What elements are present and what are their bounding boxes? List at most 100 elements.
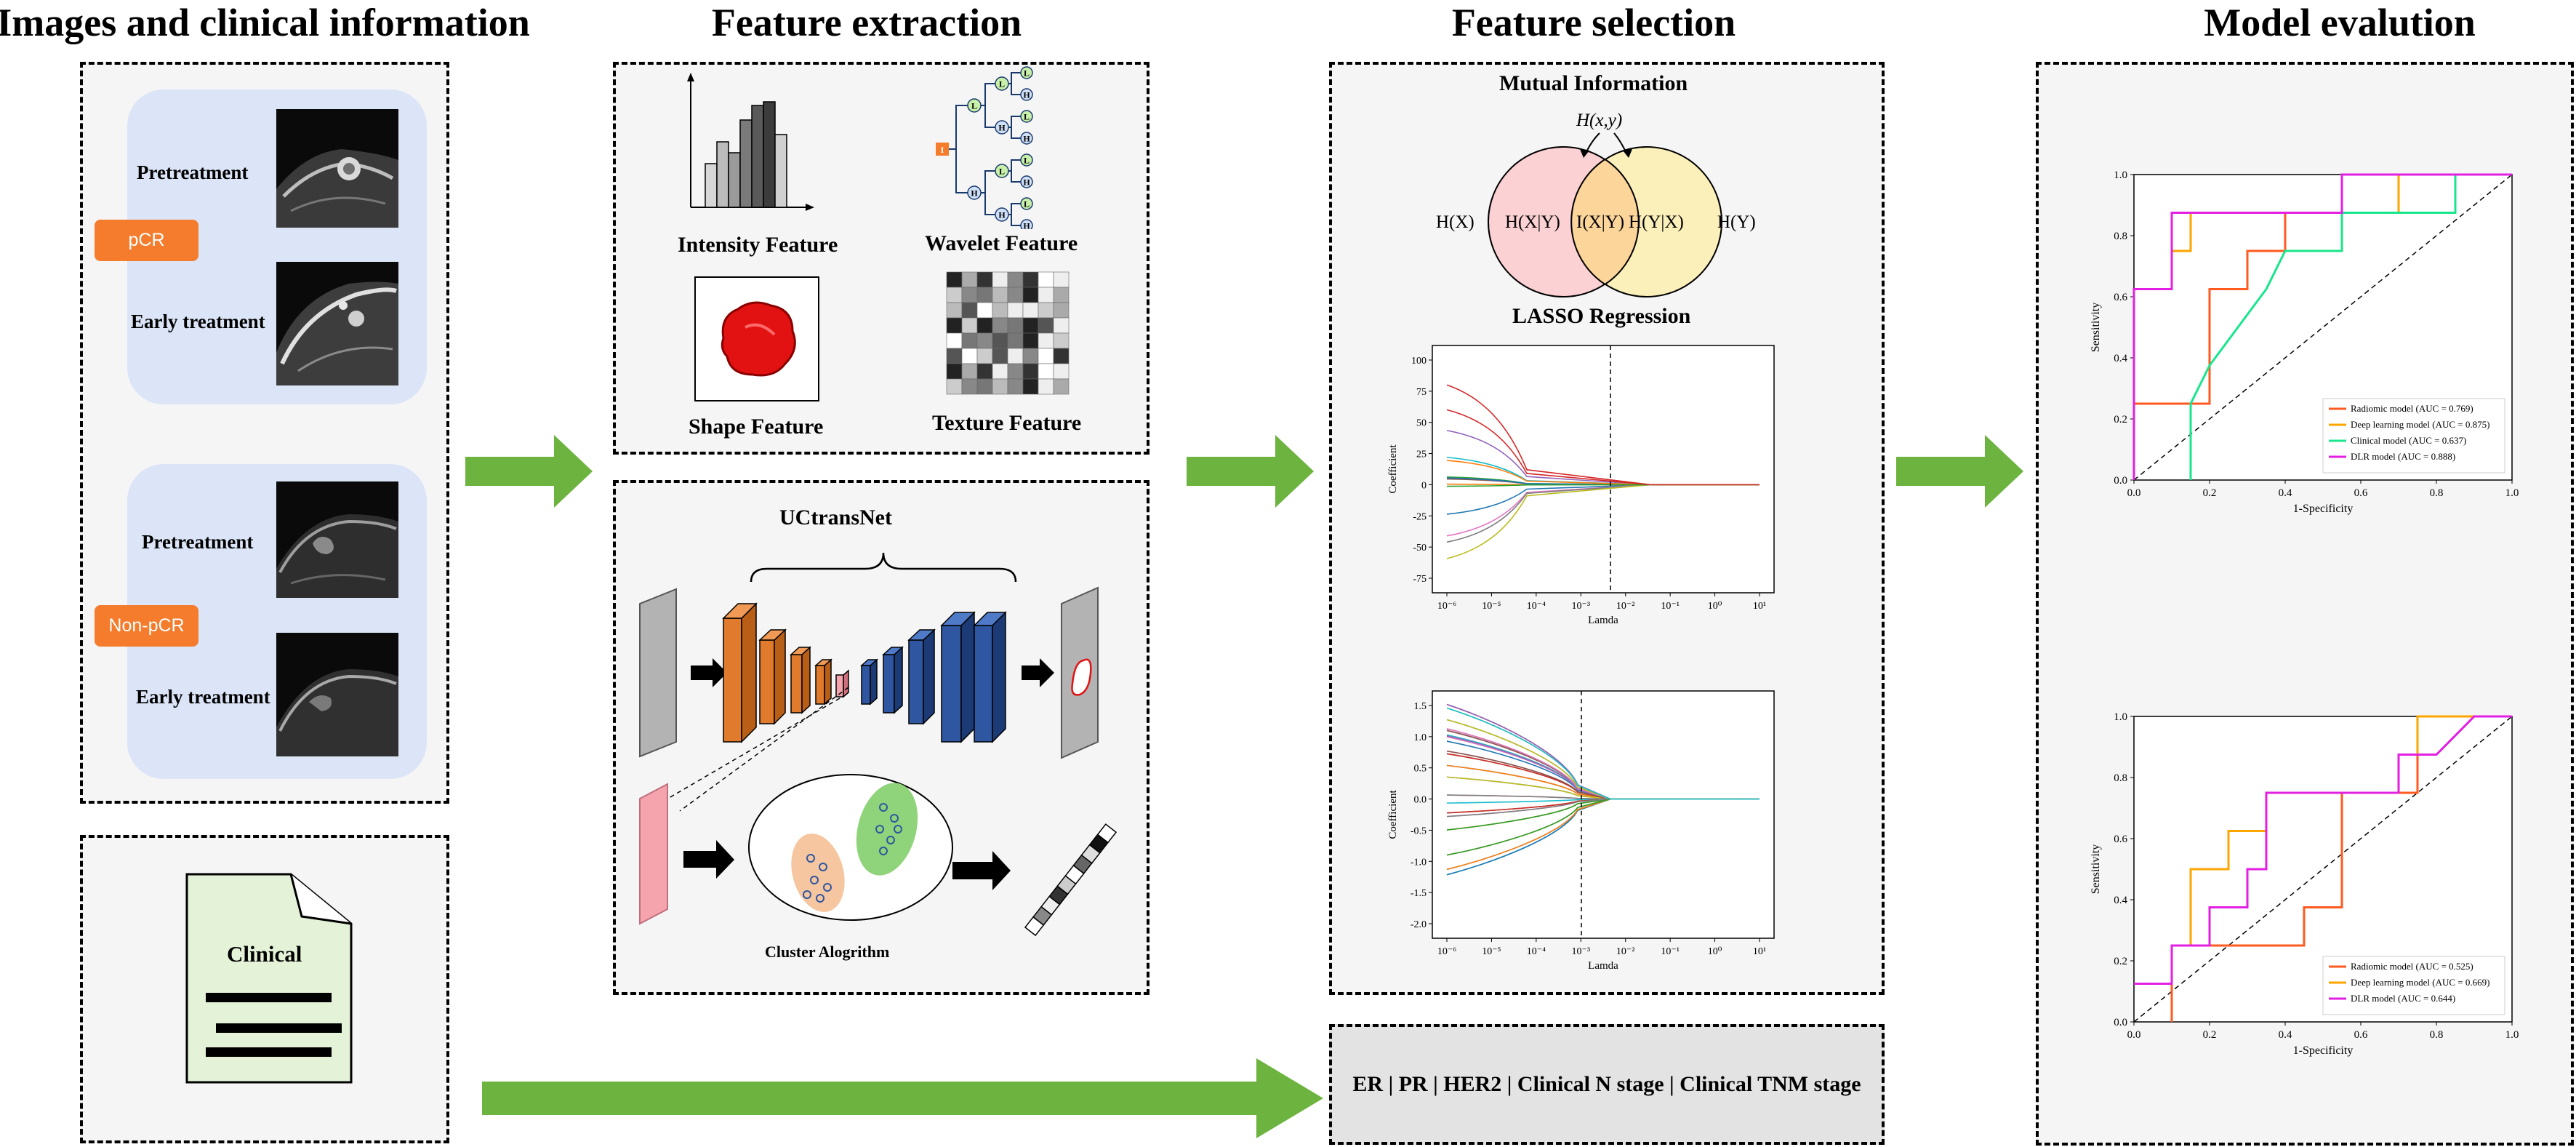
lasso-ytick: 0 bbox=[1421, 480, 1427, 491]
lasso-title: LASSO Regression bbox=[1512, 304, 1691, 328]
roc-ytick: 0.8 bbox=[2114, 231, 2127, 242]
lasso-xtick: 10⁻⁵ bbox=[1482, 946, 1501, 957]
lasso-coefficient-path bbox=[1446, 776, 1760, 800]
shape-feature-label: Shape Feature bbox=[689, 415, 824, 439]
roc-xtick: 0.8 bbox=[2430, 487, 2444, 499]
lasso-xtick: 10⁻⁴ bbox=[1527, 601, 1546, 612]
pcr-badge: pCR bbox=[95, 220, 198, 261]
texture-feature-label: Texture Feature bbox=[932, 411, 1082, 435]
texture-grid-icon bbox=[946, 271, 1070, 395]
lasso-xtick: 10⁰ bbox=[1708, 601, 1722, 612]
lasso-xlabel: Lamda bbox=[1588, 960, 1618, 972]
roc-legend bbox=[2322, 398, 2505, 473]
roc-ytick: 0.2 bbox=[2114, 414, 2127, 425]
lasso-ytick: 50 bbox=[1416, 418, 1427, 429]
lasso-ytick: 0.0 bbox=[1414, 795, 1427, 806]
lasso-xtick: 10⁻⁶ bbox=[1437, 601, 1456, 612]
lasso-coefficient-path bbox=[1446, 728, 1760, 800]
nonpcr-badge: Non-pCR bbox=[95, 605, 198, 647]
clinical-doc-title: Clinical bbox=[227, 941, 302, 967]
roc-xtick: 0.6 bbox=[2354, 487, 2368, 499]
roc-xtick: 1.0 bbox=[2505, 1029, 2519, 1041]
pcr-early-label: Early treatment bbox=[131, 311, 265, 332]
wavelet-node-label: L bbox=[1024, 112, 1030, 122]
roc-ylabel: Sensitivity bbox=[2090, 303, 2102, 352]
lasso-xtick: 10⁻⁵ bbox=[1482, 601, 1501, 612]
roc-legend-entry: Clinical model (AUC = 0.637) bbox=[2351, 435, 2466, 446]
arrow-clinical-to-bar bbox=[482, 1058, 1323, 1138]
lasso-xtick: 10⁻³ bbox=[1571, 946, 1590, 957]
wavelet-node-label: L bbox=[999, 167, 1005, 177]
venn-ixy-label: I(X|Y) bbox=[1576, 212, 1625, 232]
lasso-coefficient-path bbox=[1446, 484, 1760, 559]
lasso-coefficient-path bbox=[1446, 719, 1760, 800]
lasso-xtick: 10⁰ bbox=[1708, 946, 1722, 957]
lasso-ytick: -25 bbox=[1413, 511, 1427, 522]
shape-tumor-icon bbox=[694, 276, 819, 401]
roc-xtick: 0.2 bbox=[2203, 487, 2217, 499]
lasso-coefficient-path bbox=[1446, 409, 1760, 486]
wavelet-node-label: L bbox=[1024, 156, 1030, 166]
wavelet-node-label: H bbox=[1023, 177, 1030, 188]
lasso-coefficient-path bbox=[1446, 484, 1760, 487]
lasso-coefficient-path bbox=[1446, 484, 1760, 537]
roc-series-line bbox=[2132, 173, 2512, 480]
roc-xtick: 0.8 bbox=[2430, 1029, 2444, 1041]
roc-xlabel: 1-Specificity bbox=[2293, 1044, 2354, 1057]
arrow-selection-to-evaluation bbox=[1896, 435, 2023, 508]
roc-ytick: 0.4 bbox=[2114, 353, 2127, 364]
venn-diagram bbox=[1488, 132, 1722, 297]
roc-ylabel: Sensitivity bbox=[2090, 844, 2102, 894]
cluster-algorithm-label: Cluster Alogrithm bbox=[765, 943, 890, 961]
mri-pcr-early bbox=[276, 262, 398, 385]
nonpcr-early-label: Early treatment bbox=[136, 686, 270, 708]
roc-plot-top: 0.00.00.20.20.40.40.60.60.80.81.01.01-Sp… bbox=[2090, 169, 2519, 515]
lasso-ytick: 75 bbox=[1416, 387, 1427, 398]
lasso-xtick: 10⁻⁴ bbox=[1527, 946, 1546, 957]
uctransnet-diagram bbox=[639, 552, 1118, 937]
lasso-coefficient-path bbox=[1446, 764, 1760, 800]
venn-hy-label: H(Y) bbox=[1717, 212, 1756, 232]
roc-legend-entry: DLR model (AUC = 0.888) bbox=[2351, 451, 2455, 462]
roc-ytick: 0.6 bbox=[2114, 834, 2127, 845]
roc-xtick: 0.2 bbox=[2203, 1029, 2217, 1041]
venn-hxy-label: H(x,y) bbox=[1576, 111, 1623, 130]
lasso-xtick: 10⁻⁶ bbox=[1437, 946, 1456, 957]
wavelet-node-label: H bbox=[998, 123, 1006, 133]
nonpcr-pretreatment-label: Pretreatment bbox=[142, 531, 254, 553]
lasso-ylabel: Coefficient bbox=[1387, 444, 1399, 494]
heading-evaluation: Model evalution bbox=[2204, 1, 2476, 44]
lasso-ytick: -0.5 bbox=[1411, 826, 1427, 836]
lasso-ylabel: Coefficient bbox=[1387, 790, 1399, 839]
roc-legend-entry: Radiomic model (AUC = 0.769) bbox=[2351, 403, 2473, 414]
lasso-coefficient-path bbox=[1446, 794, 1760, 800]
mri-pcr-pretreatment bbox=[276, 109, 398, 228]
clinical-variables-text: ER | PR | HER2 | Clinical N stage | Clin… bbox=[1352, 1072, 1861, 1096]
roc-legend-entry: DLR model (AUC = 0.644) bbox=[2351, 993, 2455, 1004]
lasso-coefficient-path bbox=[1446, 798, 1760, 804]
roc-ytick: 1.0 bbox=[2114, 711, 2127, 723]
lasso-xtick: 10¹ bbox=[1753, 601, 1766, 612]
roc-series-line bbox=[2189, 173, 2512, 480]
lasso-ytick: 100 bbox=[1411, 356, 1427, 367]
lasso-xtick: 10⁻² bbox=[1616, 601, 1635, 612]
roc-xtick: 0.0 bbox=[2127, 487, 2141, 499]
lasso-ytick: -1.5 bbox=[1411, 888, 1427, 899]
lasso-coefficient-path bbox=[1446, 707, 1760, 800]
clinical-document-icon bbox=[185, 873, 353, 1084]
roc-ytick: 0.0 bbox=[2114, 475, 2127, 487]
roc-ytick: 0.6 bbox=[2114, 292, 2127, 303]
lasso-xtick: 10⁻¹ bbox=[1661, 601, 1680, 612]
heading-extraction: Feature extraction bbox=[711, 1, 1022, 44]
lasso-ytick: 1.5 bbox=[1414, 701, 1427, 712]
roc-xtick: 0.6 bbox=[2354, 1029, 2368, 1041]
wavelet-node-label: H bbox=[971, 188, 978, 199]
arrow-extraction-to-selection bbox=[1187, 435, 1314, 508]
roc-chance-line bbox=[2133, 716, 2513, 1023]
wavelet-node-label: L bbox=[1024, 68, 1030, 79]
lasso-coefficient-path bbox=[1446, 484, 1760, 515]
roc-series-line bbox=[2134, 715, 2512, 985]
